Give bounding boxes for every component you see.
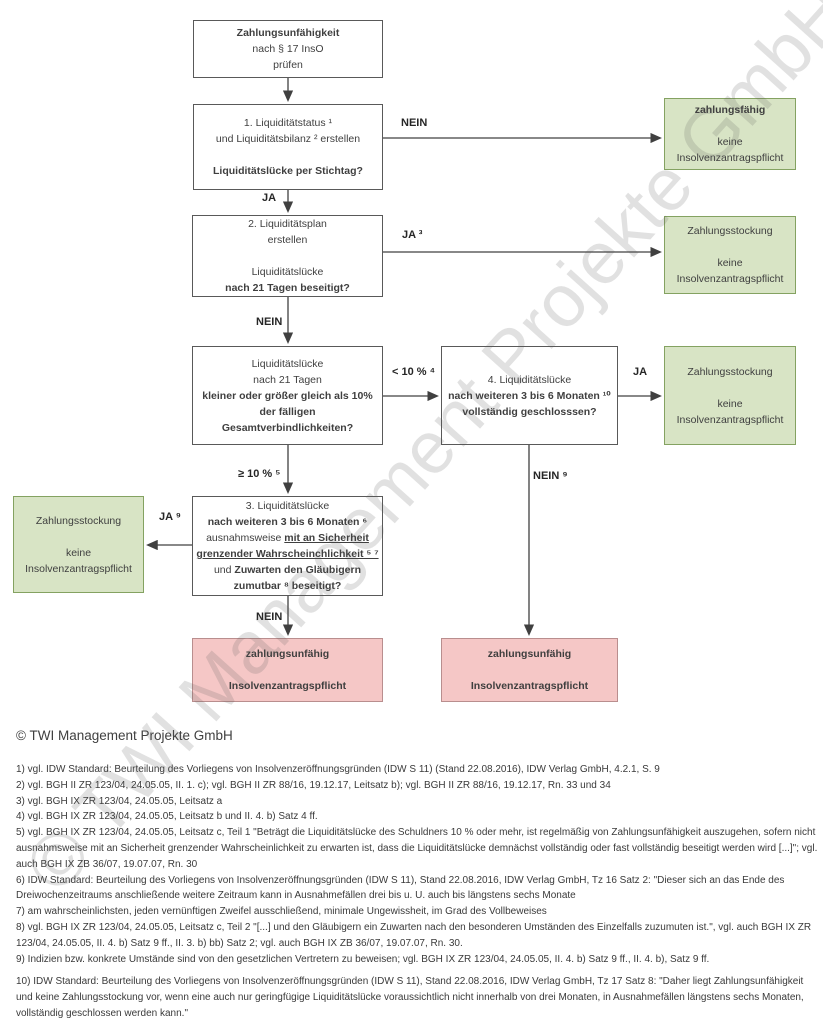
box-line [17, 529, 140, 545]
footnote-9: 9) Indizien bzw. konkrete Umstände sind … [16, 953, 710, 965]
result-box-insolvent-1: zahlungsunfähig Insolvenzantragspflicht [192, 638, 383, 702]
box-line: nach 21 Tagen beseitigt? [225, 282, 350, 294]
box-line: Liquiditätslücke [251, 357, 324, 370]
box-line: keine [717, 136, 743, 148]
footnote-10: 10) IDW Standard: Beurteilung des Vorlie… [16, 976, 804, 1019]
box-line: 2. Liquiditätsplan [248, 218, 327, 230]
box-line: Liquiditätslücke per Stichtag? [213, 165, 363, 177]
box-line [668, 380, 792, 396]
footnote-8: 8) vgl. BGH IX ZR 123/04, 24.05.05, Leit… [16, 921, 812, 949]
flow-box-step2-liquidity-plan: 2. Liquiditätsplan erstellen Liquiditätsl… [192, 215, 383, 297]
box-line: keine [65, 546, 92, 559]
box-line: Zahlungsstockung [687, 225, 773, 237]
box-line: Insolvenzantragspflicht [470, 680, 589, 692]
box-line: nach weiteren 3 bis 6 Monaten ⁶ [207, 516, 368, 528]
edge-label-nein-stichtag: NEIN [401, 117, 428, 129]
edge-label-geq-10-percent: ≥ 10 % ⁵ [238, 468, 281, 480]
box-line: vollständig geschlosssen? [462, 405, 597, 418]
box-line [668, 118, 792, 134]
box-line: Zahlungsunfähigkeit [236, 27, 340, 39]
box-line: 3. Liquiditätslücke [245, 500, 330, 512]
edge-label-ja-stichtag: JA [262, 192, 277, 204]
box-line: und Zuwarten den Gläubigern [213, 564, 362, 576]
footnote-5: 5) vgl. BGH IX ZR 123/04, 24.05.05, Leit… [16, 827, 818, 870]
box-line: zahlungsunfähig [487, 648, 572, 660]
box-line: zumutbar ⁸ beseitigt? [233, 580, 342, 592]
box-line: und Liquiditätsbilanz ² erstellen [215, 133, 361, 145]
flow-box-check-insolvency: Zahlungsunfähigkeit nach § 17 InsO prüfen [193, 20, 383, 78]
box-line: Zahlungsstockung [35, 514, 122, 527]
box-line: nach weiteren 3 bis 6 Monaten ¹⁰ [448, 389, 611, 402]
box-line: prüfen [273, 59, 303, 71]
box-line [196, 248, 379, 264]
copyright-line: © TWI Management Projekte GmbH [16, 728, 233, 743]
box-line: keine [717, 397, 743, 410]
box-line: keine [717, 257, 743, 269]
box-line: zahlungsunfähig [245, 648, 330, 660]
box-line [196, 662, 379, 678]
footnotes: 1) vgl. IDW Standard: Beurteilung des Vo… [16, 762, 818, 1022]
flow-box-step1-liquidity-status: 1. Liquiditätstatus ¹ und Liquiditätsbila… [193, 104, 383, 190]
flow-box-gap-size-decision: Liquiditätslücke nach 21 Tagen kleiner ode… [192, 346, 383, 445]
flow-box-step4-gap-closed: 4. Liquiditätslücke nach weiteren 3 bis 6… [441, 346, 618, 445]
box-line: Zahlungsstockung [687, 365, 773, 378]
result-box-insolvent-2: zahlungsunfähig Insolvenzantragspflicht [441, 638, 618, 702]
box-line [668, 239, 792, 255]
edge-label-ja-21-tage: JA ³ [402, 229, 423, 241]
box-line: nach 21 Tagen [253, 373, 322, 386]
box-line: Insolvenzantragspflicht [676, 152, 784, 164]
box-line: Gesamtverbindlichkeiten? [221, 421, 354, 434]
edge-label-nein-21-tage: NEIN [256, 316, 283, 328]
edge-label-ja-step4: JA [633, 366, 648, 378]
footnote-3: 3) vgl. BGH IX ZR 123/04, 24.05.05, Leit… [16, 795, 223, 807]
edge-label-nein-step3: NEIN [256, 611, 283, 623]
footnote-1: 1) vgl. IDW Standard: Beurteilung des Vo… [16, 764, 660, 775]
box-line: nach § 17 InsO [252, 43, 324, 55]
box-line [445, 662, 614, 678]
edge-label-less-10-percent: < 10 % ⁴ [392, 366, 436, 378]
box-line: ausnahmsweise mit an Sicherheit [206, 532, 369, 544]
box-line: kleiner oder größer gleich als 10% [202, 389, 373, 402]
footnote-2: 2) vgl. BGH II ZR 123/04, 24.05.05, II. … [16, 779, 611, 791]
box-line: 1. Liquiditätstatus ¹ [243, 117, 333, 129]
box-line: Insolvenzantragspflicht [228, 680, 347, 692]
box-line: Insolvenzantragspflicht [25, 562, 132, 575]
edge-label-ja-step3: JA ⁹ [159, 511, 181, 523]
box-line: der fälligen [259, 405, 316, 418]
box-line: 4. Liquiditätslücke [487, 373, 572, 386]
box-line: Liquiditätslücke [251, 266, 324, 278]
footnote-7: 7) am wahrscheinlichsten, jeden vernünft… [16, 906, 547, 918]
footnote-4: 4) vgl. BGH IX ZR 123/04, 24.05.05, Leit… [16, 811, 318, 823]
box-line: Insolvenzantragspflicht [676, 273, 784, 285]
edge-label-nein-step4: NEIN ⁹ [533, 470, 568, 482]
box-line: erstellen [267, 234, 308, 246]
box-line: grenzender Wahrscheinchlichkeit ⁵ ⁷ [196, 548, 379, 560]
box-line: zahlungsfähig [694, 104, 766, 116]
box-line [197, 147, 379, 163]
footnote-6: 6) IDW Standard: Beurteilung des Vorlieg… [16, 874, 785, 902]
flow-box-step3-gap-removed: 3. Liquiditätslücke nach weiteren 3 bis 6… [192, 496, 383, 596]
box-line: Insolvenzantragspflicht [676, 413, 784, 426]
